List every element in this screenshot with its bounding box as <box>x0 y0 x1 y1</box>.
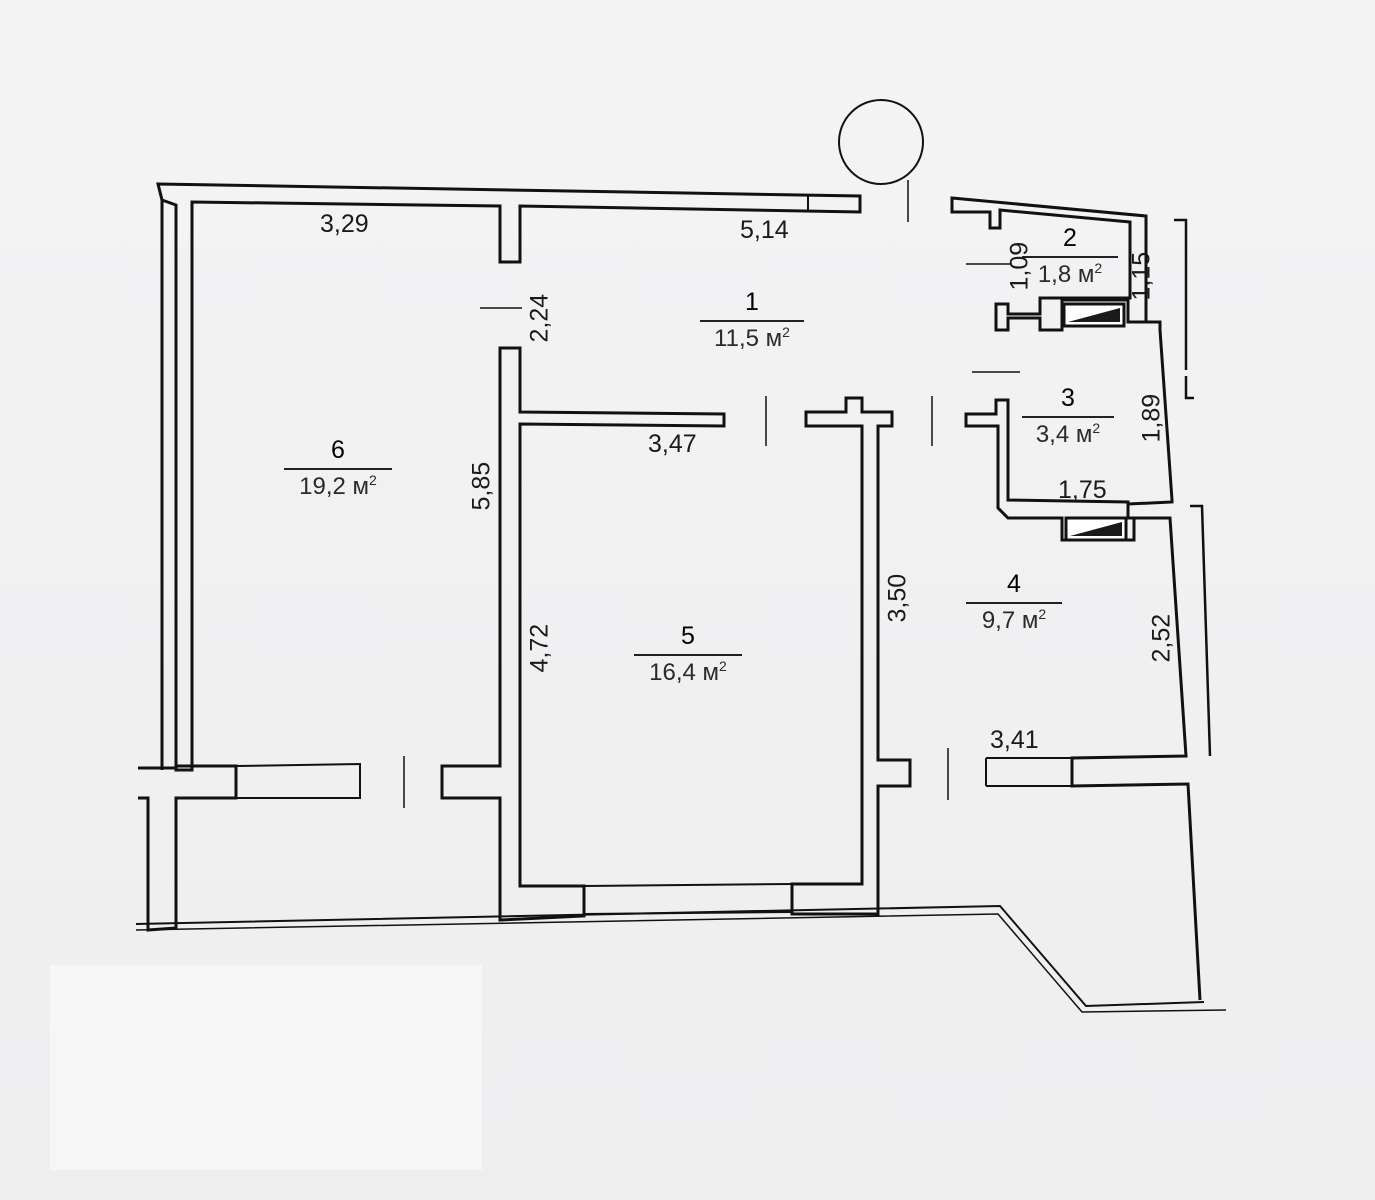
dim-1-89: 1,89 <box>1137 393 1166 443</box>
dim-3-29: 3,29 <box>320 210 369 238</box>
dim-3-41: 3,41 <box>990 726 1039 754</box>
circle-mark <box>838 99 924 185</box>
dim-5-85: 5,85 <box>467 461 496 511</box>
balcony-rail-inner <box>135 913 1227 1013</box>
room-area: 19,2 м2 <box>299 471 377 500</box>
partition-5-4 <box>790 396 912 916</box>
label-divider <box>966 602 1062 604</box>
room4-right-wall <box>1070 516 1202 1001</box>
room-3-label: 3 3,4 м2 <box>1022 386 1114 447</box>
window-room5 <box>583 883 793 915</box>
blank-patch <box>50 965 482 1170</box>
ventilation-shafts <box>1062 302 1128 542</box>
room-area: 9,7 м2 <box>981 605 1047 634</box>
balcony-rail <box>135 904 1205 1008</box>
label-divider <box>284 468 392 470</box>
room-number: 5 <box>681 622 695 650</box>
dim-3-47: 3,47 <box>648 430 697 458</box>
dim-2-52: 2,52 <box>1147 613 1176 663</box>
outer-right-lower <box>1190 504 1212 757</box>
label-divider <box>1022 256 1118 258</box>
bath-right-wall <box>1127 320 1174 506</box>
left-column <box>138 764 238 932</box>
dim-2-24: 2,24 <box>525 293 554 343</box>
room-number: 3 <box>1061 384 1075 412</box>
room-area: 16,4 м2 <box>649 657 727 686</box>
partition-6-5 <box>440 346 726 922</box>
room-area: 11,5 м2 <box>714 323 790 352</box>
tick-marks <box>403 180 1020 808</box>
room-1-label: 1 11,5 м2 <box>700 290 804 351</box>
dim-3-50: 3,50 <box>883 573 912 623</box>
room-6-label: 6 19,2 м2 <box>284 438 392 499</box>
room-number: 1 <box>745 288 759 316</box>
room-number: 2 <box>1063 224 1077 252</box>
dim-5-14: 5,14 <box>740 216 789 244</box>
dim-1-15: 1,15 <box>1127 251 1156 301</box>
label-divider <box>700 320 804 322</box>
top-wall-left <box>156 182 862 772</box>
dim-1-75: 1,75 <box>1058 476 1107 504</box>
room-number: 4 <box>1007 570 1021 598</box>
room-area: 3,4 м2 <box>1035 419 1101 448</box>
room-number: 6 <box>331 436 345 464</box>
top-wall-right <box>950 196 1148 332</box>
room-area: 1,8 м2 <box>1037 259 1103 288</box>
room-5-label: 5 16,4 м2 <box>634 624 742 685</box>
window-room4 <box>985 757 1072 787</box>
label-divider <box>634 654 742 656</box>
room-4-label: 4 9,7 м2 <box>966 572 1062 633</box>
room3-walls <box>964 398 1136 542</box>
window-room6 <box>235 762 361 799</box>
label-divider <box>1022 416 1114 418</box>
dim-4-72: 4,72 <box>525 623 554 673</box>
outer-right-upper <box>1174 218 1194 400</box>
room-2-label: 2 1,8 м2 <box>1022 226 1118 287</box>
